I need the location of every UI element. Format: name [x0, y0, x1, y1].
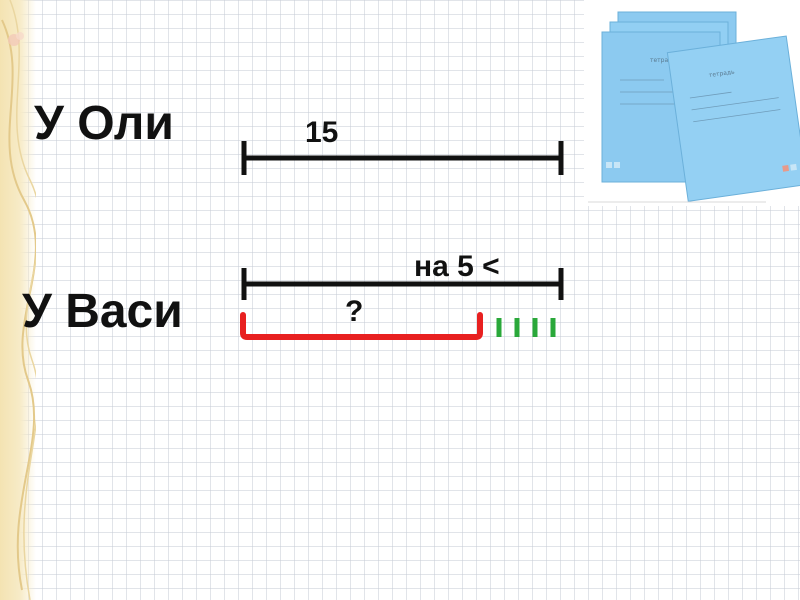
notebook-front: тетрадь [667, 36, 800, 201]
olya-count-label: 15 [305, 118, 338, 148]
olya-segment [244, 141, 561, 175]
vasya-reference-segment [244, 268, 561, 300]
difference-label: на 5 < [414, 252, 500, 282]
notebooks-illustration: тетрадь тетрадь [584, 0, 800, 206]
unknown-label: ? [345, 297, 363, 327]
difference-ticks [499, 318, 553, 337]
